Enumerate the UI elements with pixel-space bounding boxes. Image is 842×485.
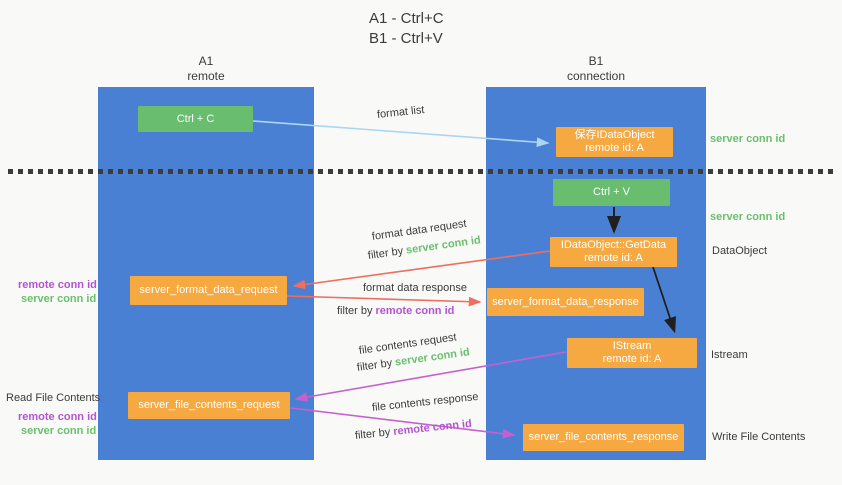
diagram-title: A1 - Ctrl+C B1 - Ctrl+V xyxy=(369,9,444,49)
arrow-file-contents-response xyxy=(290,407,516,439)
lifeline-b1-subtitle: connection xyxy=(566,69,626,83)
side-label-istream: Istream xyxy=(711,349,748,361)
node-server-file-contents-response-label: server_file_contents_response xyxy=(528,431,679,443)
title-line-1: A1 - Ctrl+C xyxy=(369,10,444,27)
side-label-server-conn-id-left-top: server conn id xyxy=(21,293,97,305)
side-label-dataobject: DataObject xyxy=(712,245,768,257)
node-server-format-data-request-label: server_format_data_request xyxy=(139,284,278,296)
arrow-getdata-to-istream xyxy=(652,266,676,334)
arrow-format-list xyxy=(252,120,550,147)
phase-separator-dotted-line xyxy=(8,169,836,174)
filter-key-remote-conn-id: remote conn id xyxy=(375,305,455,317)
node-istream-line1: IStream xyxy=(612,340,652,352)
node-server-file-contents-request-label: server_file_contents_request xyxy=(138,399,280,411)
arrow-format-data-request xyxy=(292,250,551,290)
title-line-2: B1 - Ctrl+V xyxy=(369,30,443,47)
side-label-server-conn-id-left-bottom: server conn id xyxy=(21,425,97,437)
node-server-format-data-response-label: server_format_data_response xyxy=(492,295,639,308)
node-istream: IStream remote id: A xyxy=(567,338,697,368)
lifeline-header-a1: A1 remote xyxy=(98,54,314,84)
node-ctrl-v: Ctrl + V xyxy=(553,179,670,206)
side-label-remote-conn-id-top: remote conn id xyxy=(18,279,97,291)
filter-prefix: filter by xyxy=(337,305,376,317)
node-server-format-data-response: server_format_data_response xyxy=(487,288,644,316)
node-idataobject-getdata-line1: IDataObject::GetData xyxy=(560,239,667,251)
arrow-file-contents-request xyxy=(294,351,567,402)
flow-label-format-data-response: format data response xyxy=(363,282,467,294)
side-label-read-file-contents: Read File Contents xyxy=(6,392,101,404)
node-save-idataobject-line1: 保存IDataObject xyxy=(574,129,655,141)
node-save-idataobject: 保存IDataObject remote id: A xyxy=(556,127,673,157)
lifeline-header-b1: B1 connection xyxy=(486,54,706,84)
node-server-file-contents-response: server_file_contents_response xyxy=(523,424,684,451)
flow-label-filter-format-response: filter by remote conn id xyxy=(337,305,454,317)
node-server-file-contents-request: server_file_contents_request xyxy=(128,392,290,419)
lifeline-a1-name: A1 xyxy=(198,54,214,68)
node-idataobject-getdata-line2: remote id: A xyxy=(584,252,643,264)
node-ctrl-c: Ctrl + C xyxy=(138,106,253,132)
side-label-remote-conn-id-bottom: remote conn id xyxy=(18,411,97,423)
side-label-server-conn-id-top: server conn id xyxy=(710,133,786,145)
node-save-idataobject-line2: remote id: A xyxy=(585,142,644,154)
side-label-write-file-contents: Write File Contents xyxy=(712,431,806,443)
node-server-format-data-request: server_format_data_request xyxy=(130,276,287,305)
node-ctrl-c-label: Ctrl + C xyxy=(176,112,215,125)
lifeline-a1-subtitle: remote xyxy=(187,69,225,83)
side-label-server-conn-id-mid: server conn id xyxy=(710,211,786,223)
node-idataobject-getdata: IDataObject::GetData remote id: A xyxy=(550,237,677,267)
node-istream-line2: remote id: A xyxy=(602,353,662,365)
arrow-format-data-response xyxy=(286,295,482,307)
node-ctrl-v-label: Ctrl + V xyxy=(593,186,630,198)
lifeline-b1-name: B1 xyxy=(588,54,604,68)
